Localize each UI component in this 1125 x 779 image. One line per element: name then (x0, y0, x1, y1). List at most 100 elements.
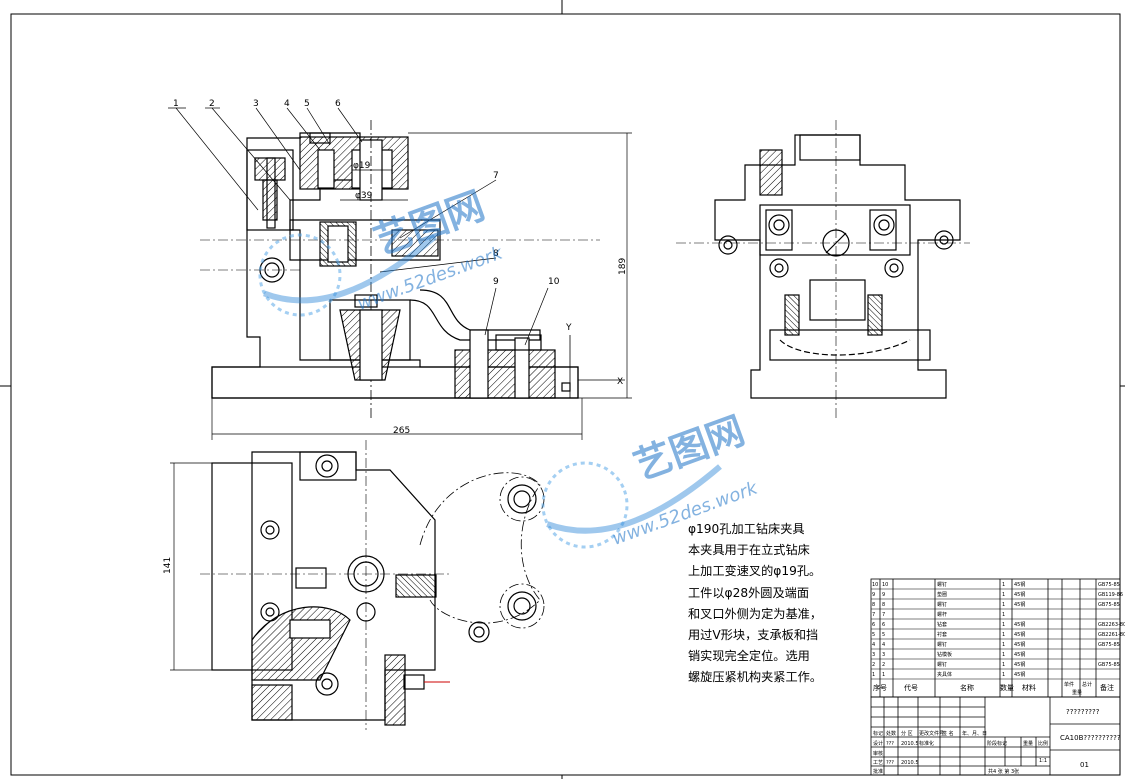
bom-cell-note: GB2261-80 (1098, 632, 1125, 638)
top-view (170, 440, 545, 730)
bom-cell-name: 钻模板 (937, 651, 952, 658)
note-line-6: 销实现完全定位。选用 (688, 649, 810, 664)
tb-label-date: 年、月、日 (962, 730, 987, 737)
title-block (870, 696, 1121, 776)
bom-header-material: 材料 (1022, 683, 1036, 692)
dimension-labels: 265 189 141 φ19 φ39 Y X (163, 161, 628, 574)
bom-cell-qty: 1 (1002, 622, 1005, 628)
tb-sheet-no: 01 (1080, 761, 1089, 769)
tb-check-label: 审核 (873, 750, 883, 757)
part-label-8: 8 (493, 249, 499, 259)
bom-cell-code: 10 (882, 582, 888, 588)
tb-label-mark: 标记 (873, 730, 883, 737)
bom-cell-material: 45钢 (1014, 601, 1025, 608)
bore-dimension-39: φ39 (355, 191, 373, 201)
bom-cell-code: 8 (882, 602, 885, 608)
x-axis-label: X (617, 377, 623, 387)
bom-cell-name: 垫圈 (937, 591, 947, 598)
tb-designer-label: 设计 (873, 740, 883, 747)
bom-cell-qty: 1 (1002, 672, 1005, 678)
tb-weight-label: 重量 (1023, 740, 1033, 747)
bom-cell-name: 螺钉 (937, 601, 947, 608)
part-label-3: 3 (253, 99, 259, 109)
bom-cell-material: 45钢 (1014, 591, 1025, 598)
bom-cell-name: 螺钉 (937, 641, 947, 648)
watermark-brand-2: 艺图网 (628, 408, 750, 488)
tb-drawing-name: ????????? (1066, 708, 1100, 716)
bom-cell-name: 螺钉 (937, 581, 947, 588)
bom-cell-no: 4 (872, 642, 875, 648)
bom-cell-no: 5 (872, 632, 875, 638)
bom-cell-material: 45钢 (1014, 631, 1025, 638)
bom-header-code: 代号 (904, 683, 918, 692)
bom-cell-code: 6 (882, 622, 885, 628)
bom-header-total-mass: 总计 (1082, 681, 1092, 688)
bom-cell-material: 45钢 (1014, 651, 1025, 658)
part-number-labels: 1 2 3 4 5 6 7 8 9 10 (173, 99, 560, 287)
bom-cell-qty: 1 (1002, 592, 1005, 598)
bom-cell-qty: 1 (1002, 602, 1005, 608)
bom-cell-code: 9 (882, 592, 885, 598)
bom-header-mass: 重量 (1072, 689, 1082, 696)
tb-scale: 1:1 (1039, 758, 1047, 764)
tb-label-change: 更改文件号 (919, 730, 944, 737)
bom-cell-no: 3 (872, 652, 875, 658)
bom-cell-qty: 1 (1002, 632, 1005, 638)
part-label-7: 7 (493, 171, 499, 181)
note-line-7: 螺旋压紧机构夹紧工作。 (688, 670, 823, 685)
bom-header-note: 备注 (1100, 683, 1114, 692)
bom-cell-no: 7 (872, 612, 875, 618)
description-note: φ190孔加工钻床夹具 本夹具用于在立式钻床 上加工变速叉的φ19孔。 工件以φ… (688, 519, 868, 689)
part-label-5: 5 (304, 99, 310, 109)
bom-cell-note: GB75-85 (1098, 602, 1120, 608)
title-block-text: 标记 处数 分 区 更改文件号 签 名 年、月、日 设计 ??? 2010.5 … (873, 708, 1121, 775)
width-dimension: 265 (393, 426, 410, 436)
bom-cell-name: 螺杆 (937, 611, 947, 618)
part-label-9: 9 (493, 277, 499, 287)
height-dimension: 189 (618, 258, 628, 275)
bom-cell-code: 3 (882, 652, 885, 658)
bom-cell-name: 螺钉 (937, 661, 947, 668)
bom-cell-code: 5 (882, 632, 885, 638)
bom-cell-code: 2 (882, 662, 885, 668)
tb-date-2: 2010.5 (901, 760, 919, 766)
y-axis-label: Y (565, 323, 572, 333)
bom-cell-code: 4 (882, 642, 885, 648)
bom-cell-no: 6 (872, 622, 875, 628)
tb-scale-label: 比例 (1038, 740, 1048, 747)
bom-cell-code: 7 (882, 612, 885, 618)
bom-header-no: 序号 (873, 683, 887, 692)
tb-process-label: 工艺 (873, 760, 883, 766)
bom-cell-name: 衬套 (937, 631, 947, 638)
tb-designer-2: ??? (886, 760, 894, 766)
tb-date: 2010.5 (901, 741, 919, 747)
bom-header-qty: 数量 (1000, 683, 1014, 692)
part-label-4: 4 (284, 99, 290, 109)
watermark-top: 艺图网 www.52des.work (258, 183, 507, 317)
bom-cell-no: 10 (872, 582, 878, 588)
bom-cell-qty: 1 (1002, 642, 1005, 648)
note-line-2: 上加工变速叉的φ19孔。 (688, 564, 822, 579)
bom-cell-qty: 1 (1002, 582, 1005, 588)
bom-cell-no: 9 (872, 592, 875, 598)
part-label-6: 6 (335, 99, 341, 109)
bom-cell-material: 45钢 (1014, 581, 1025, 588)
bom-cell-name: 钻套 (937, 621, 947, 628)
tb-drawing-code: CA10B?????????? (1060, 734, 1121, 742)
note-line-1: 本夹具用于在立式钻床 (688, 543, 810, 558)
tb-label-count: 处数 (886, 730, 896, 737)
bom-cell-material: 45钢 (1014, 641, 1025, 648)
part-label-2: 2 (209, 99, 215, 109)
note-line-4: 和叉口外侧为定为基准， (688, 606, 823, 621)
tb-sheets: 共4 张 第 3张 (988, 768, 1019, 775)
front-view (168, 107, 632, 440)
bom-cell-no: 8 (872, 602, 875, 608)
bom-cell-note: GB75-85 (1098, 662, 1120, 668)
bom-cell-code: 1 (882, 672, 885, 678)
bom-cell-name: 夹具体 (937, 671, 952, 678)
bom-cell-note: GB75-85 (1098, 582, 1120, 588)
bom-header-name: 名称 (960, 683, 974, 692)
